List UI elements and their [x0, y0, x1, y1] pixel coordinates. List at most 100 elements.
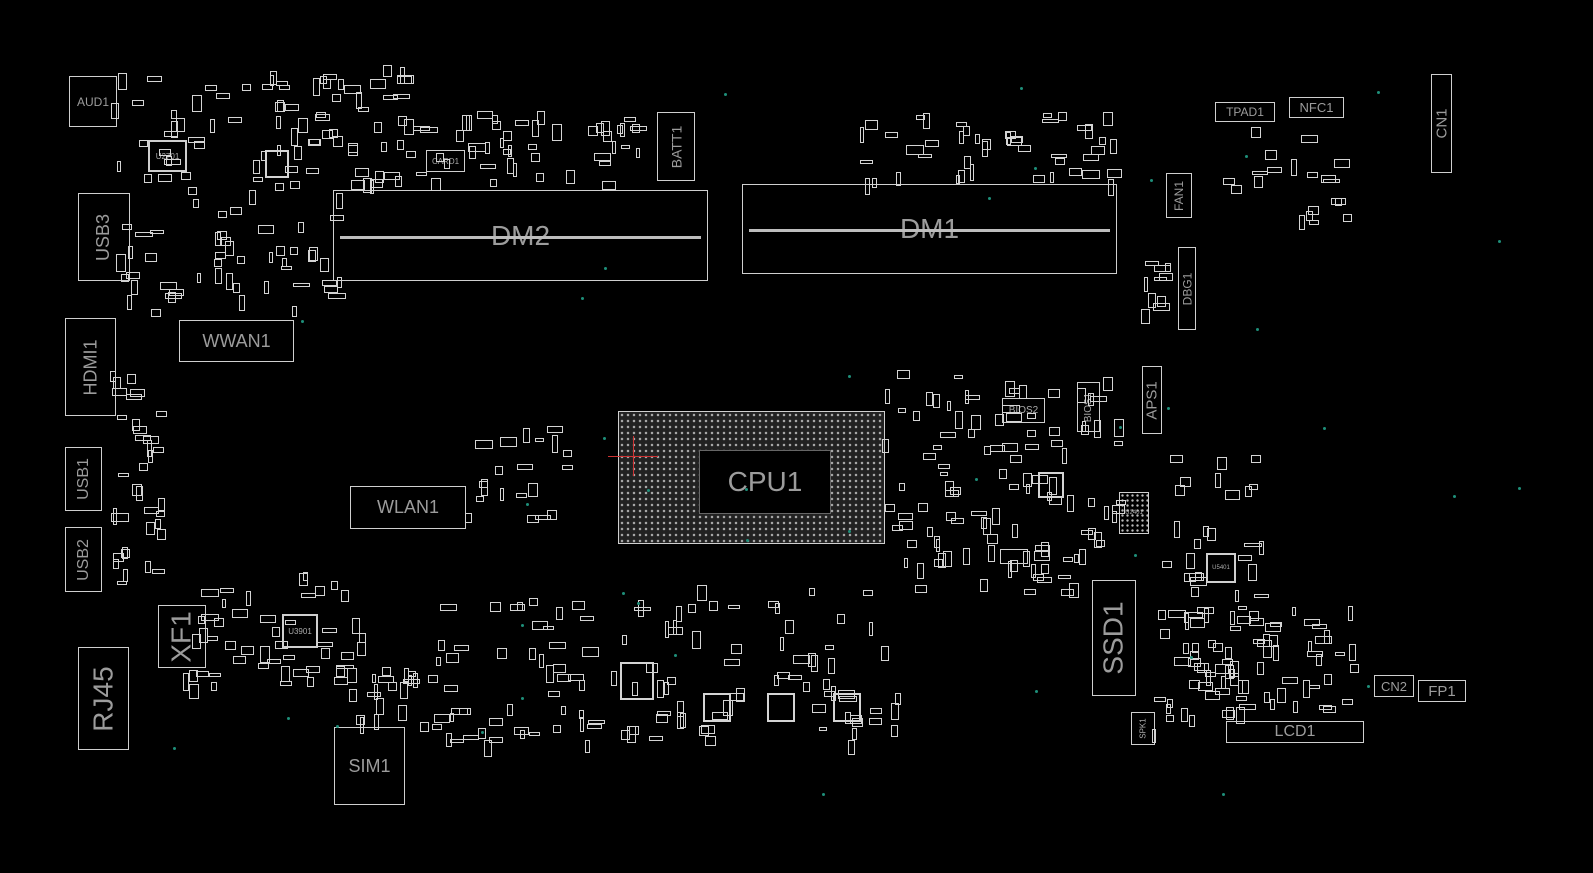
test-point[interactable] [521, 697, 525, 701]
passive-component[interactable] [377, 676, 395, 683]
passive-component[interactable] [938, 464, 950, 470]
test-point[interactable] [621, 591, 625, 595]
passive-component[interactable] [216, 230, 227, 241]
passive-component[interactable] [1309, 219, 1320, 226]
passive-component[interactable] [1042, 118, 1060, 124]
passive-component[interactable] [898, 407, 907, 414]
passive-component[interactable] [292, 306, 298, 317]
passive-component[interactable] [892, 525, 903, 532]
passive-component[interactable] [933, 535, 941, 549]
passive-component[interactable] [1048, 476, 1058, 495]
passive-component[interactable] [981, 139, 991, 151]
passive-component[interactable] [126, 294, 133, 310]
passive-component[interactable] [632, 124, 640, 133]
passive-component[interactable] [163, 158, 182, 165]
passive-component[interactable] [1008, 483, 1019, 490]
passive-component[interactable] [506, 703, 514, 717]
passive-component[interactable] [357, 642, 367, 657]
passive-component[interactable] [146, 76, 162, 83]
passive-component[interactable] [588, 125, 599, 136]
passive-component[interactable] [373, 714, 380, 730]
passive-component[interactable] [1257, 662, 1265, 675]
passive-component[interactable] [692, 631, 702, 649]
passive-component[interactable] [963, 547, 970, 565]
passive-component[interactable] [896, 370, 910, 380]
test-point[interactable] [1367, 685, 1370, 689]
component-wlan1[interactable]: WLAN1 [350, 486, 466, 529]
passive-component[interactable] [381, 666, 392, 676]
passive-component[interactable] [926, 392, 934, 407]
component-spk1[interactable]: SPK1 [1131, 712, 1155, 745]
passive-component[interactable] [1196, 607, 1214, 614]
passive-component[interactable] [1085, 123, 1094, 140]
passive-component[interactable] [111, 512, 130, 522]
passive-component[interactable] [601, 181, 616, 190]
passive-component[interactable] [890, 724, 899, 738]
component-aud1[interactable]: AUD1 [69, 76, 117, 127]
passive-component[interactable] [927, 527, 933, 537]
passive-component[interactable] [330, 214, 344, 222]
passive-component[interactable] [1264, 150, 1278, 160]
passive-component[interactable] [1230, 626, 1242, 632]
passive-component[interactable] [214, 231, 222, 246]
passive-component[interactable] [305, 167, 319, 174]
passive-component[interactable] [135, 232, 153, 238]
passive-component[interactable] [284, 104, 300, 112]
passive-component[interactable] [131, 280, 138, 296]
passive-component[interactable] [1270, 622, 1283, 628]
passive-component[interactable] [657, 710, 672, 717]
passive-component[interactable] [209, 672, 222, 678]
passive-component[interactable] [126, 393, 142, 401]
passive-component[interactable] [201, 588, 220, 598]
passive-component[interactable] [337, 276, 343, 288]
passive-component[interactable] [528, 647, 537, 660]
passive-component[interactable] [958, 131, 965, 144]
passive-component[interactable] [517, 463, 534, 471]
passive-component[interactable] [394, 176, 402, 187]
passive-component[interactable] [1140, 309, 1150, 325]
passive-component[interactable] [1047, 388, 1060, 398]
passive-component[interactable] [1103, 377, 1114, 391]
passive-component[interactable] [359, 717, 365, 735]
passive-component[interactable] [735, 687, 746, 703]
passive-component[interactable] [338, 78, 344, 90]
passive-component[interactable] [1244, 543, 1262, 548]
passive-component[interactable] [621, 730, 630, 741]
passive-component[interactable] [348, 143, 359, 153]
passive-component[interactable] [1017, 145, 1032, 152]
passive-component[interactable] [885, 131, 899, 138]
passive-component[interactable] [301, 593, 316, 598]
passive-component[interactable] [253, 176, 263, 183]
component-u5401[interactable]: U5401 [1206, 553, 1236, 583]
passive-component[interactable] [1204, 672, 1217, 677]
passive-component[interactable] [369, 79, 387, 89]
passive-component[interactable] [143, 506, 160, 514]
passive-component[interactable] [158, 498, 166, 511]
passive-component[interactable] [580, 616, 594, 622]
test-point[interactable] [1497, 239, 1501, 243]
passive-component[interactable] [249, 189, 257, 205]
passive-component[interactable] [464, 513, 472, 524]
passive-component[interactable] [281, 666, 291, 682]
component-hdmi1[interactable]: HDMI1 [65, 318, 116, 416]
passive-component[interactable] [115, 254, 126, 272]
passive-component[interactable] [225, 240, 234, 256]
passive-component[interactable] [1157, 295, 1167, 307]
passive-component[interactable] [129, 389, 145, 397]
passive-component[interactable] [432, 724, 443, 731]
passive-component[interactable] [253, 160, 260, 175]
passive-component[interactable] [116, 415, 128, 420]
component-lcd1[interactable]: LCD1 [1226, 721, 1364, 743]
passive-component[interactable] [1153, 697, 1166, 702]
component-dm1[interactable]: DM1 [742, 184, 1117, 274]
passive-component[interactable] [502, 148, 512, 156]
passive-component[interactable] [776, 672, 790, 679]
passive-component[interactable] [298, 221, 305, 233]
passive-component[interactable] [1087, 498, 1096, 508]
passive-component[interactable] [257, 662, 270, 669]
passive-component[interactable] [435, 656, 442, 666]
passive-component[interactable] [1324, 674, 1332, 685]
passive-component[interactable] [160, 281, 178, 290]
passive-component[interactable] [280, 265, 292, 271]
passive-component[interactable] [562, 450, 572, 458]
